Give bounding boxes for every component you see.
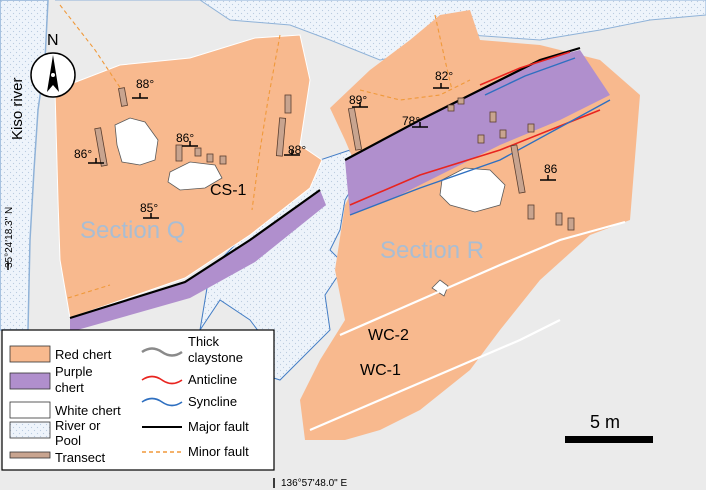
purple-chert-r xyxy=(345,50,610,215)
legend-label: White chert xyxy=(55,403,121,418)
legend-label: claystone xyxy=(188,350,243,365)
dip-labels: 88° 86° 86° 88° 85° 89° 82° 78° 86 xyxy=(74,69,558,215)
legend-swatch-transect xyxy=(9,451,51,459)
legend-swatch-river xyxy=(9,421,51,439)
longitude-label: 136°57'48.0" E xyxy=(281,478,348,489)
anticline-lines xyxy=(349,51,601,206)
dip-label: 86 xyxy=(544,162,558,176)
dip-label: 86° xyxy=(176,131,194,145)
north-arrow-icon xyxy=(30,52,76,98)
transects xyxy=(94,87,575,231)
minor-faults xyxy=(59,4,471,299)
claystone-lines xyxy=(309,220,626,432)
dip-label: 88° xyxy=(288,143,306,157)
legend-label: Anticline xyxy=(188,372,237,387)
dip-label: 86° xyxy=(74,147,92,161)
major-faults xyxy=(69,46,581,320)
legend-label: River or xyxy=(55,418,101,433)
fault-label-wc2: WC-2 xyxy=(368,327,409,344)
fault-label-wc1: WC-1 xyxy=(360,362,401,379)
legend-claystone-icon xyxy=(141,347,183,357)
scale-label: 5 m xyxy=(590,412,620,432)
latitude-label: 35°24'18.3" N xyxy=(4,207,15,268)
legend-label: Transect xyxy=(55,450,105,465)
dip-label: 85° xyxy=(140,201,158,215)
legend-label: Minor fault xyxy=(188,444,249,459)
legend-label: Red chert xyxy=(55,347,112,362)
dip-label: 88° xyxy=(136,77,154,91)
section-r-label: Section R xyxy=(380,237,484,264)
legend-swatch-white-chert xyxy=(9,401,51,419)
white-chert-blobs xyxy=(114,117,506,297)
coordinate-ticks xyxy=(7,262,275,488)
legend-anticline-icon xyxy=(141,375,183,385)
legend-label: chert xyxy=(55,380,84,395)
legend-label: Purple xyxy=(55,364,93,379)
legend-label: Major fault xyxy=(188,419,249,434)
legend-syncline-icon xyxy=(141,397,183,407)
fault-label-cs1: CS-1 xyxy=(210,182,247,199)
legend-label: Pool xyxy=(55,433,81,448)
dip-label: 89° xyxy=(349,93,367,107)
section-q-label: Section Q xyxy=(80,217,185,244)
legend-label: Thick xyxy=(188,334,220,349)
river-label: Kiso river xyxy=(9,77,26,140)
legend-swatch-purple-chert xyxy=(9,372,51,390)
scale-bar xyxy=(565,436,653,443)
legend: Red chert Purple chert White chert River… xyxy=(1,329,275,471)
north-label: N xyxy=(47,32,59,49)
dip-label: 78° xyxy=(402,114,420,128)
dip-symbols xyxy=(88,83,556,219)
legend-swatch-red-chert xyxy=(9,345,51,363)
legend-label: Syncline xyxy=(188,394,237,409)
dip-label: 82° xyxy=(435,69,453,83)
syncline-lines xyxy=(349,57,611,216)
